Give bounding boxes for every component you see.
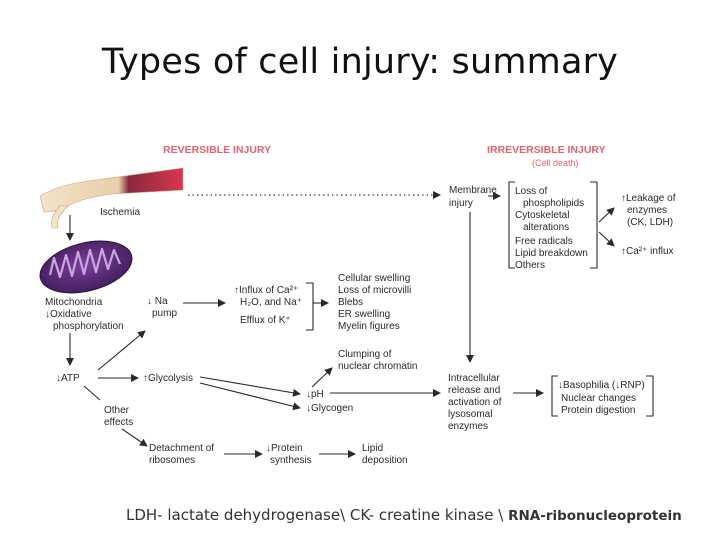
intracellular-label-5: enzymes: [448, 421, 488, 432]
loss-item-4: alterations: [523, 222, 569, 233]
mitochondrion-illustration: [39, 240, 133, 294]
ca-influx-label: ↑Ca²⁺ influx: [621, 246, 674, 257]
leakage-label-1: ↑Leakage of: [621, 193, 676, 204]
loss-right-bracket: [590, 181, 598, 269]
detachment-label-1: Detachment of: [149, 443, 214, 454]
influx-label-1: ↑Influx of Ca²⁺: [234, 285, 298, 296]
swelling-item-2: Loss of microvilli: [338, 285, 411, 296]
na-pump-label-2: pump: [152, 308, 177, 319]
membrane-injury-label-2: injury: [449, 198, 473, 209]
intracellular-label-2: release and: [448, 385, 500, 396]
atp-label: ↓ATP: [56, 373, 80, 384]
reversible-injury-header: REVERSIBLE INJURY: [163, 144, 271, 156]
swelling-item-3: Blebs: [338, 297, 363, 308]
intracellular-label-3: activation of: [448, 397, 502, 408]
basophilia-label: ↓Basophilia (↓RNP): [558, 380, 645, 391]
ischemia-label: Ischemia: [100, 207, 140, 218]
arrow-loss-ca-influx: [598, 231, 615, 247]
clumping-label-2: nuclear chromatin: [338, 361, 417, 372]
arrow-other-detachment: [121, 428, 148, 447]
glycolysis-label: ↑Glycolysis: [143, 373, 193, 384]
abbreviation-footnote: LDH- lactate dehydrogenase\ CK- creatine…: [126, 506, 682, 524]
protein-digestion-label: Protein digestion: [561, 405, 636, 416]
footnote-part-2: RNA-ribonucleoprotein: [508, 508, 682, 524]
nuclear-changes-label: Nuclear changes: [561, 393, 636, 404]
swelling-item-5: Myelin figures: [338, 321, 400, 332]
influx-label-3: Efflux of K⁺: [240, 315, 291, 326]
arrow-loss-leakage: [598, 207, 615, 223]
mito-label-1: Mitochondria: [45, 297, 103, 308]
ph-label: ↓pH: [306, 389, 324, 400]
swelling-item-4: ER swelling: [338, 309, 390, 320]
basophilia-right-bracket: [646, 375, 654, 417]
leakage-label-3: (CK, LDH): [627, 217, 673, 228]
slide-title: Types of cell injury: summary: [101, 42, 619, 82]
intracellular-label-1: Intracellular: [448, 373, 500, 384]
swelling-item-1: Cellular swelling: [338, 273, 410, 284]
protein-synthesis-label-1: ↓Protein: [266, 443, 303, 454]
cell-death-subheader: (Cell death): [532, 158, 579, 168]
irreversible-injury-header: IRREVERSIBLE INJURY: [487, 144, 606, 156]
lipid-deposition-label-2: deposition: [362, 455, 408, 466]
footnote-part-1: LDH- lactate dehydrogenase\ CK- creatine…: [126, 506, 509, 524]
arrow-ph-clumping: [311, 367, 333, 388]
loss-item-5: Free radicals: [515, 236, 573, 247]
na-pump-label-1: ↓ Na: [147, 296, 168, 307]
loss-item-6: Lipid breakdown: [515, 248, 588, 259]
loss-item-7: Others: [515, 260, 545, 271]
line-atp-other: [83, 385, 101, 401]
loss-item-3: Cytoskeletal: [515, 210, 569, 221]
influx-bracket: [306, 282, 314, 331]
loss-item-2: phospholipids: [523, 198, 584, 209]
arrow-glycolysis-glycogen: [199, 382, 301, 411]
membrane-injury-label-1: Membrane: [449, 185, 497, 196]
protein-synthesis-label-2: synthesis: [270, 455, 312, 466]
other-effects-label-2: effects: [104, 417, 133, 428]
clumping-label-1: Clumping of: [338, 349, 392, 360]
basophilia-left-bracket: [551, 375, 558, 417]
loss-left-bracket: [508, 181, 515, 269]
detachment-label-2: ribosomes: [149, 455, 195, 466]
arrow-glycolysis-ph: [199, 376, 301, 397]
leakage-label-2: enzymes: [627, 205, 667, 216]
mito-label-2: ↓Oxidative: [45, 309, 92, 320]
other-effects-label-1: Other: [104, 405, 130, 416]
loss-item-1: Loss of: [515, 186, 547, 197]
glycogen-label: ↓Glycogen: [306, 403, 353, 414]
influx-label-2: H₂O, and Na⁺: [240, 297, 302, 308]
intracellular-label-4: lysosomal: [448, 409, 492, 420]
lipid-deposition-label-1: Lipid: [362, 443, 383, 454]
mito-label-3: phosphorylation: [53, 321, 124, 332]
arrow-atp-na-pump: [97, 330, 146, 371]
blood-vessel-illustration: [39, 167, 184, 229]
